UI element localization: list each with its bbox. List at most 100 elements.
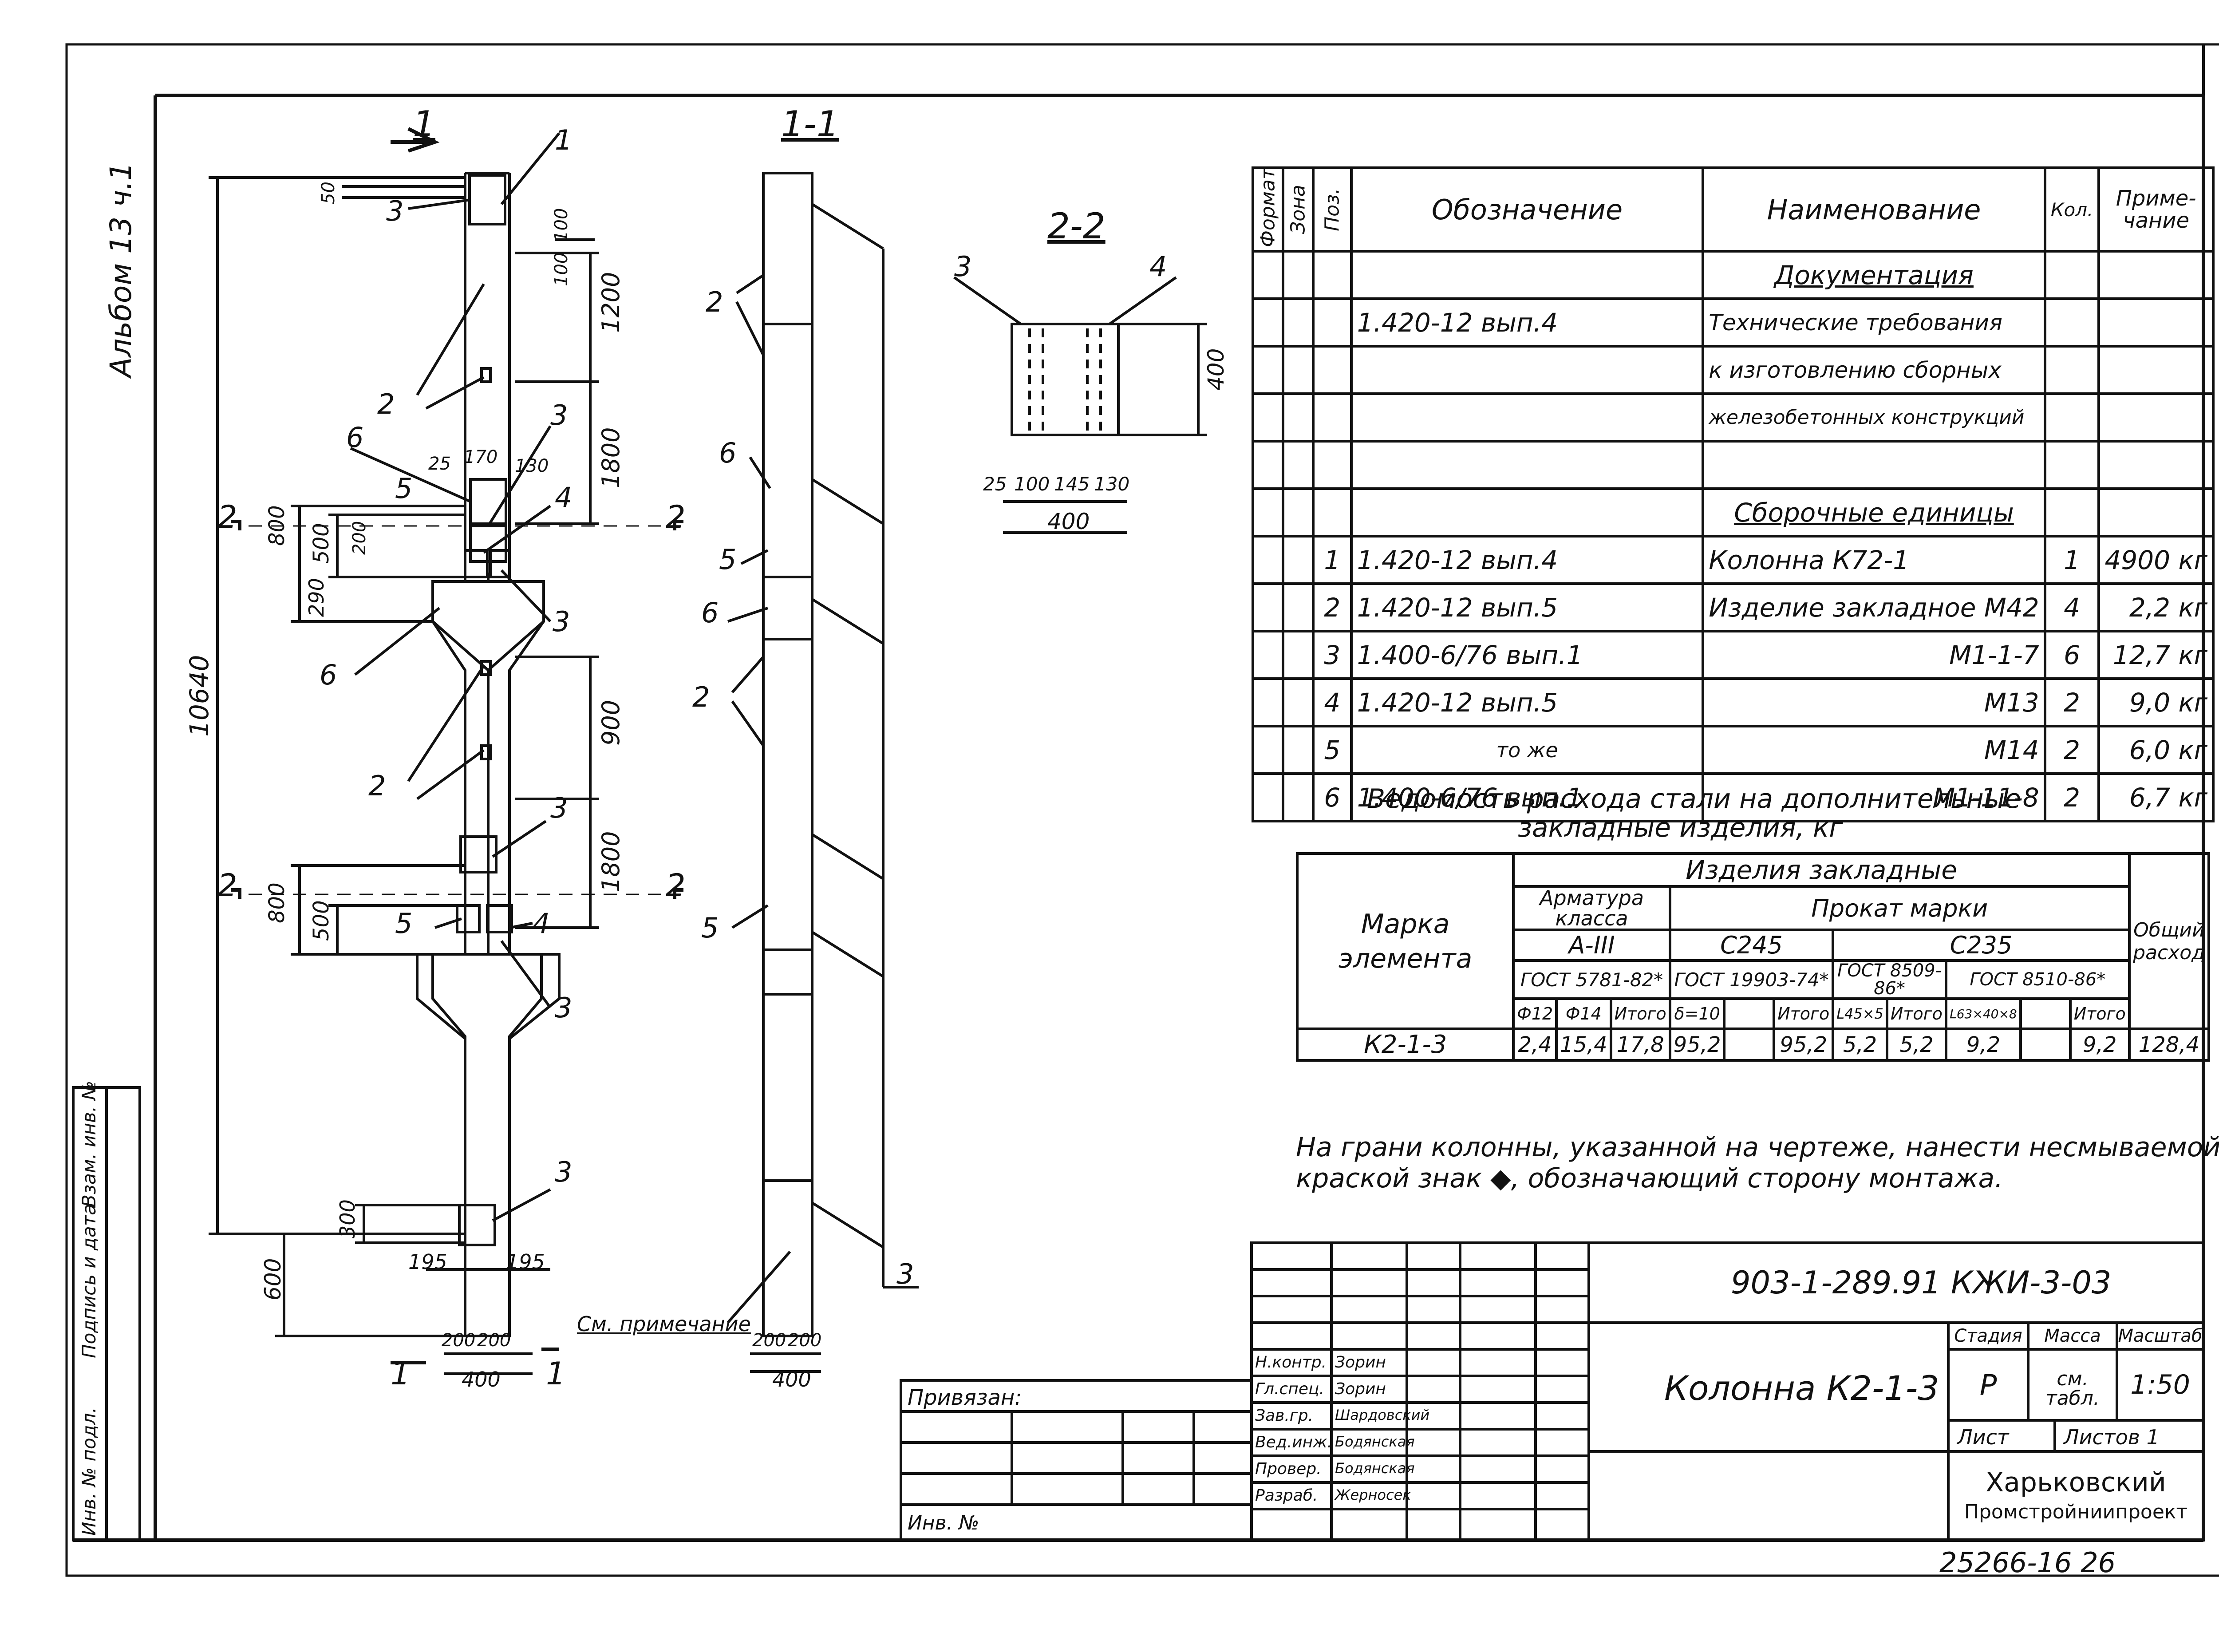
bound-label: Привязан: <box>908 1385 1022 1410</box>
row-name: М14 <box>1702 725 2046 775</box>
spec-row-doc: 1.420-12 вып.4 Технические требования <box>1252 297 2215 348</box>
dim-s22-25: 25 <box>983 473 1007 495</box>
pos-6-s11-upper: 6 <box>719 437 737 469</box>
drawing-title: Колонна К2-1-3 <box>1664 1368 1939 1408</box>
dim-290: 290 <box>304 578 328 617</box>
row-qty: 4 <box>2043 582 2101 632</box>
dim-400-bottom: 400 <box>462 1367 501 1391</box>
row-qty: 2 <box>2043 772 2101 822</box>
dim-s11-200-right: 200 <box>788 1330 822 1351</box>
scale-value: 1:50 <box>2130 1369 2190 1400</box>
row-pos: 6 <box>1311 772 1353 822</box>
section-units-label: Сборочные единицы <box>1702 487 2046 537</box>
role-name: Бодянская <box>1335 1460 1415 1477</box>
steel-col-total-1: Итого <box>1609 997 1671 1030</box>
inv-label: Инв. № <box>908 1512 979 1534</box>
left-stamp-inv: Инв. № подл. <box>78 1407 100 1536</box>
doc-designation: 1.420-12 вып.4 <box>1350 297 1705 348</box>
steel-title-line1: Ведомость расхода стали на дополнительны… <box>1367 783 2021 814</box>
steel-rolled-header: Прокат марки <box>1668 885 2131 931</box>
steel-value: 15,4 <box>1555 1028 1612 1062</box>
row-name: М13 <box>1702 677 2046 727</box>
row-note: 12,7 кг <box>2097 630 2215 680</box>
dim-300: 300 <box>336 1199 359 1238</box>
specification-table: Формат Зона Поз. Обозначение Наименовани… <box>1252 166 2215 822</box>
pos-4-main-lower: 4 <box>533 907 550 940</box>
dim-s22-130: 130 <box>1094 473 1130 495</box>
steel-col-l63: L63×40×8 <box>1944 997 2022 1030</box>
pos-5-main-lower: 5 <box>395 907 413 940</box>
col-note-header: Приме- чание <box>2097 166 2215 253</box>
section-docs-label: Документация <box>1702 250 2046 300</box>
dim-500-upper: 500 <box>309 523 334 564</box>
column-elevation <box>209 127 683 1375</box>
sheets-label: Листов 1 <box>2064 1425 2160 1449</box>
pos-3-s22: 3 <box>954 250 972 283</box>
steel-items-header: Изделия закладные <box>1512 852 2131 888</box>
section-mark-1-bottom: 1 <box>391 1356 411 1392</box>
steel-value: 5,2 <box>1832 1028 1888 1062</box>
steel-value <box>2019 1028 2072 1062</box>
role-name: Жерносек <box>1335 1486 1411 1503</box>
row-qty: 1 <box>2043 535 2101 585</box>
row-designation: 1.420-12 вып.5 <box>1350 677 1705 727</box>
section-mark-1-bottom-right: 1 <box>546 1356 566 1392</box>
steel-gost-5781: ГОСТ 5781-82* <box>1512 959 1671 1000</box>
note-line-2: краской знак ◆, обозначающий сторону мон… <box>1296 1163 2003 1194</box>
steel-gost-8510: ГОСТ 8510-86* <box>1944 959 2131 1000</box>
role-name: Зорин <box>1335 1353 1386 1371</box>
row-pos: 2 <box>1311 582 1353 632</box>
dim-195-left: 195 <box>408 1250 447 1274</box>
dim-200-bottom-right: 200 <box>477 1330 511 1351</box>
dim-195-right: 195 <box>506 1250 545 1274</box>
spec-row: 5 то же М14 2 6,0 кг <box>1252 725 2215 775</box>
section-mark-2-right-top: 2 <box>666 499 686 535</box>
dim-500-lower: 500 <box>309 900 334 941</box>
col-designation-header: Обозначение <box>1350 166 1705 253</box>
doc-code: 903-1-289.91 КЖИ-3-03 <box>1731 1265 2112 1301</box>
scale-header: Масштаб <box>2118 1326 2203 1346</box>
role-label: Зав.гр. <box>1255 1407 1314 1425</box>
steel-mark-header: Марка элемента <box>1295 852 1515 1030</box>
row-designation: 1.420-12 вып.5 <box>1350 582 1705 632</box>
doc-designation <box>1350 392 1705 443</box>
spec-row: 6 1.400-6/76 вып.1 М1-11-8 2 6,7 кг <box>1252 772 2215 822</box>
dim-800-lower: 800 <box>265 882 289 923</box>
col-format-header: Формат <box>1253 168 1283 251</box>
dim-50: 50 <box>318 182 339 204</box>
spec-row: 3 1.400-6/76 вып.1 М1-1-7 6 12,7 кг <box>1252 630 2215 680</box>
mass-header: Масса <box>2044 1326 2101 1346</box>
steel-value: 9,2 <box>1944 1028 2022 1062</box>
steel-value: 95,2 <box>1668 1028 1726 1062</box>
steel-gost-19903: ГОСТ 19903-74* <box>1668 959 1835 1000</box>
role-label: Вед.инж. <box>1255 1433 1332 1451</box>
org-line-1: Харьковский <box>1986 1467 2166 1498</box>
steel-value: 9,2 <box>2069 1028 2131 1062</box>
title-block-lines <box>900 1241 2205 1541</box>
steel-total-header: Общий расход <box>2128 852 2211 1030</box>
doc-name: железобетонных конструкций <box>1702 392 2046 443</box>
steel-col-l45: L45×5 <box>1832 997 1888 1030</box>
pos-3-main-2: 3 <box>550 399 568 431</box>
left-stamp-replace: Взам. инв. № <box>78 1080 100 1207</box>
pos-5-s11-upper: 5 <box>719 543 737 576</box>
row-pos: 3 <box>1311 630 1353 680</box>
row-qty: 2 <box>2043 725 2101 775</box>
left-stamp-signature: Подпись и дата <box>78 1204 100 1358</box>
spec-row-doc: железобетонных конструкций <box>1252 392 2215 443</box>
spec-row: 4 1.420-12 вып.5 М13 2 9,0 кг <box>1252 677 2215 727</box>
pos-3-main-mid: 3 <box>550 792 568 824</box>
pos-4-main-upper: 4 <box>555 481 573 514</box>
row-name: Изделие закладное М42 <box>1702 582 2046 632</box>
pos-6-s11-lower: 6 <box>701 597 719 629</box>
row-name: Колонна К72-1 <box>1702 535 2046 585</box>
dim-900: 900 <box>597 700 625 746</box>
role-name: Бодянская <box>1335 1433 1415 1450</box>
dim-800-upper: 800 <box>265 505 289 546</box>
steel-col-f14: Ф14 <box>1555 997 1612 1030</box>
dim-25: 25 <box>428 454 451 474</box>
role-name: Зорин <box>1335 1380 1386 1398</box>
doc-designation <box>1350 345 1705 395</box>
steel-col-total-3: Итого <box>1885 997 1947 1030</box>
